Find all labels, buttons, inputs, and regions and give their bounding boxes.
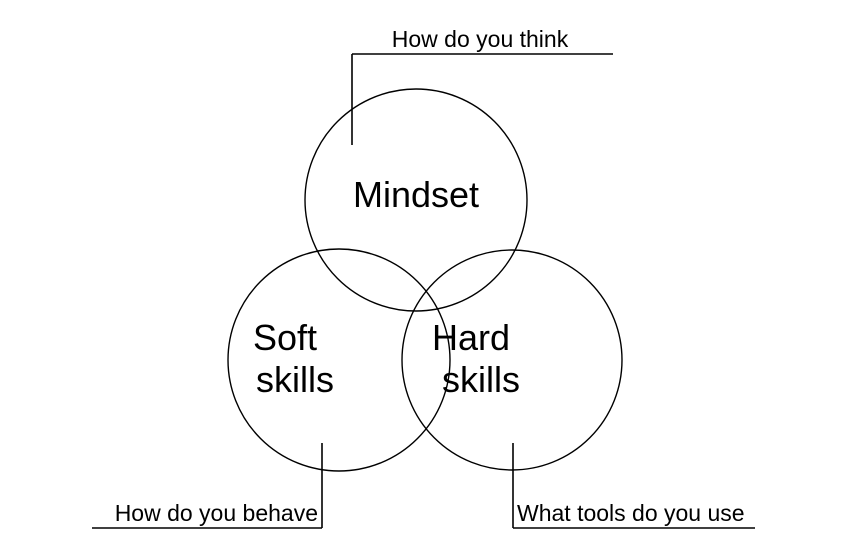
circle-label-soft-skills-line-2: skills bbox=[256, 359, 334, 400]
venn-circles bbox=[227, 88, 623, 472]
callout-label-hard-skills: What tools do you use bbox=[517, 500, 745, 526]
circle-mindset[interactable] bbox=[304, 88, 528, 312]
venn-circle-labels: Mindset Soft skills Hard skills bbox=[253, 174, 600, 400]
callout-labels: How do you think How do you behave What … bbox=[115, 26, 745, 526]
circle-label-mindset: Mindset bbox=[353, 174, 479, 215]
circle-label-soft-skills: Soft skills bbox=[253, 317, 407, 400]
circle-label-hard-skills-line-2: skills bbox=[442, 359, 520, 400]
circle-label-soft-skills-line-1: Soft bbox=[253, 317, 317, 358]
circle-label-hard-skills: Hard skills bbox=[432, 317, 600, 400]
circle-hard-skills[interactable] bbox=[401, 249, 623, 471]
circle-soft-skills[interactable] bbox=[227, 248, 451, 472]
callout-label-soft-skills: How do you behave bbox=[115, 500, 318, 526]
callout-label-mindset: How do you think bbox=[392, 26, 569, 52]
circle-label-hard-skills-line-1: Hard bbox=[432, 317, 510, 358]
callout-leader-lines bbox=[92, 53, 755, 529]
